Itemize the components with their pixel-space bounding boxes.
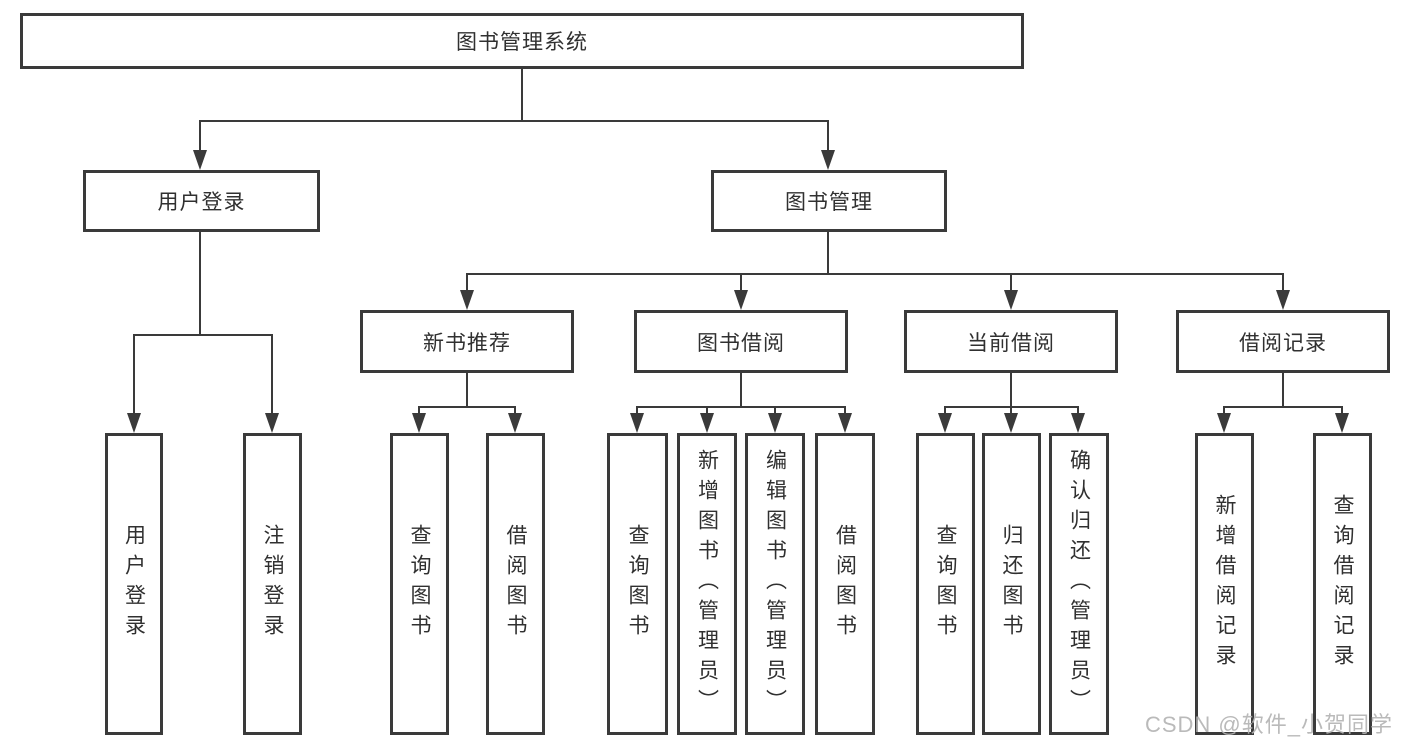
connector-stem xyxy=(1223,406,1225,416)
node-borrow-book: 借阅图书 xyxy=(486,433,545,735)
node-add-book-admin: 新增图书（管理员） xyxy=(677,433,737,735)
node-label: 用户登录 xyxy=(157,191,246,214)
node-query-book: 查询图书 xyxy=(916,433,975,735)
node-current-borrowing: 当前借阅 xyxy=(904,310,1118,373)
connector-stem xyxy=(844,406,846,416)
connector-stem xyxy=(133,334,135,415)
node-label: 确认归还（管理员） xyxy=(1067,449,1091,719)
connector-user-login-stub xyxy=(199,232,201,334)
connector-stem xyxy=(271,334,273,415)
connector-stub xyxy=(1282,373,1284,406)
node-label: 查询借阅记录 xyxy=(1331,494,1354,674)
node-add-borrow-record: 新增借阅记录 xyxy=(1195,433,1254,735)
arrowhead-down-icon xyxy=(265,413,279,433)
connector-stem xyxy=(706,406,708,416)
node-label: 用户登录 xyxy=(122,524,146,644)
arrowhead-down-icon xyxy=(700,413,714,433)
node-label: 查询图书 xyxy=(626,524,649,644)
connector-book-mgmt-stub xyxy=(827,232,829,273)
connector-stem xyxy=(944,406,946,416)
connector-level3-bus xyxy=(466,273,1284,275)
node-new-book-recommend: 新书推荐 xyxy=(360,310,574,373)
connector-stem xyxy=(199,120,201,152)
connector-user-login-bus xyxy=(133,334,273,336)
node-book-management: 图书管理 xyxy=(711,170,947,232)
node-label: 图书管理 xyxy=(785,191,873,214)
node-label: 当前借阅 xyxy=(967,331,1055,355)
node-label: 编辑图书（管理员） xyxy=(763,449,787,719)
connector-bus xyxy=(1223,406,1343,408)
connector-stub xyxy=(466,373,468,406)
node-return-book: 归还图书 xyxy=(982,433,1041,735)
connector-stub xyxy=(740,373,742,406)
connector-bus xyxy=(636,406,845,408)
connector-stem xyxy=(1010,273,1012,292)
node-label: 图书借阅 xyxy=(697,331,785,355)
node-label: 图书管理系统 xyxy=(456,31,588,54)
node-label: 新书推荐 xyxy=(423,331,511,355)
arrowhead-down-icon xyxy=(630,413,644,433)
node-label: 注销登录 xyxy=(261,524,284,644)
connector-stem xyxy=(514,406,516,416)
arrowhead-down-icon xyxy=(412,413,426,433)
connector-stem xyxy=(1282,273,1284,292)
node-library-system: 图书管理系统 xyxy=(20,13,1024,69)
connector-stem xyxy=(1341,406,1343,416)
watermark: CSDN @软件_小贺同学 xyxy=(1144,712,1393,737)
arrowhead-down-icon xyxy=(508,413,522,433)
arrowhead-down-icon xyxy=(1071,413,1085,433)
arrowhead-down-icon xyxy=(838,413,852,433)
node-label: 新增图书（管理员） xyxy=(695,449,719,719)
node-label: 借阅记录 xyxy=(1239,331,1327,355)
connector-stem xyxy=(636,406,638,416)
node-book-borrowing: 图书借阅 xyxy=(634,310,848,373)
arrowhead-down-icon xyxy=(460,290,474,310)
node-logout: 注销登录 xyxy=(243,433,302,735)
connector-stem xyxy=(1077,406,1079,416)
node-label: 归还图书 xyxy=(1000,524,1023,644)
arrowhead-down-icon xyxy=(193,150,207,170)
node-user-login-module: 用户登录 xyxy=(83,170,320,232)
node-confirm-return-admin: 确认归还（管理员） xyxy=(1049,433,1109,735)
node-label: 借阅图书 xyxy=(504,524,527,644)
connector-stem xyxy=(740,273,742,292)
connector-bus xyxy=(418,406,516,408)
node-query-book: 查询图书 xyxy=(607,433,668,735)
arrowhead-down-icon xyxy=(938,413,952,433)
node-borrowing-records: 借阅记录 xyxy=(1176,310,1390,373)
arrowhead-down-icon xyxy=(768,413,782,433)
connector-stem xyxy=(466,273,468,292)
connector-stem xyxy=(827,120,829,152)
node-label: 新增借阅记录 xyxy=(1213,494,1236,674)
arrowhead-down-icon xyxy=(1217,413,1231,433)
node-borrow-book: 借阅图书 xyxy=(815,433,875,735)
connector-stem xyxy=(418,406,420,416)
node-query-book: 查询图书 xyxy=(390,433,449,735)
node-label: 查询图书 xyxy=(408,524,431,644)
node-label: 借阅图书 xyxy=(833,524,857,644)
node-query-borrow-record: 查询借阅记录 xyxy=(1313,433,1372,735)
arrowhead-down-icon xyxy=(1335,413,1349,433)
connector-stem xyxy=(774,406,776,416)
node-label: 查询图书 xyxy=(934,524,957,644)
arrowhead-down-icon xyxy=(1004,290,1018,310)
connector-level2-bus xyxy=(199,120,829,122)
node-user-login: 用户登录 xyxy=(105,433,163,735)
arrowhead-down-icon xyxy=(734,290,748,310)
node-edit-book-admin: 编辑图书（管理员） xyxy=(745,433,805,735)
connector-stem xyxy=(1010,406,1012,416)
connector-root-stub xyxy=(521,69,523,120)
arrowhead-down-icon xyxy=(127,413,141,433)
connector-stub xyxy=(1010,373,1012,406)
arrowhead-down-icon xyxy=(821,150,835,170)
arrowhead-down-icon xyxy=(1276,290,1290,310)
arrowhead-down-icon xyxy=(1004,413,1018,433)
